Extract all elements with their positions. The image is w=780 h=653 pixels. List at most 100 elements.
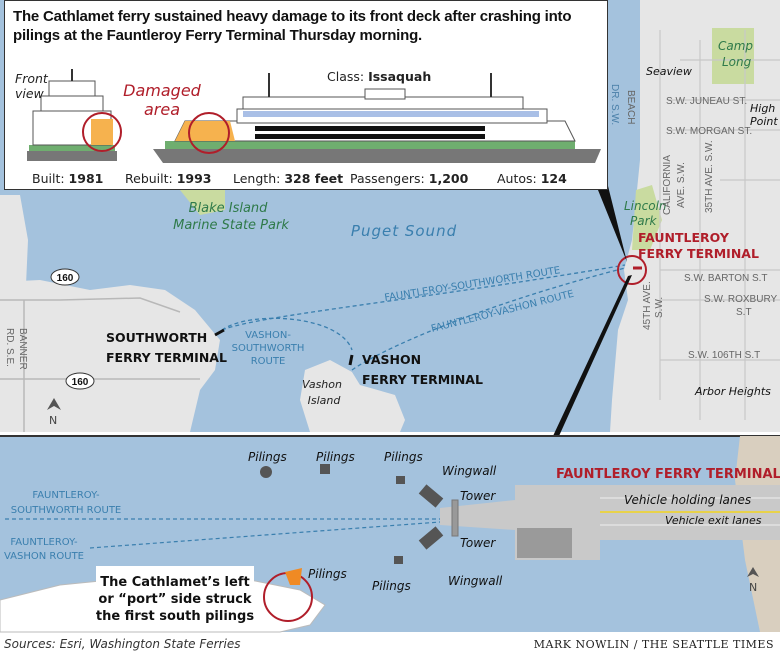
detail-north-label: N bbox=[749, 581, 757, 594]
class-value: Issaquah bbox=[368, 69, 432, 84]
lincoln-park bbox=[632, 185, 662, 250]
south-wingwall bbox=[418, 526, 444, 550]
roxbury-st-label: S.W. ROXBURY bbox=[704, 294, 777, 305]
terminal-building bbox=[517, 528, 572, 558]
front-view-label: Front view bbox=[15, 71, 48, 101]
vashon-southworth-route-label-3: ROUTE bbox=[251, 356, 286, 367]
street-labels: S.W. JUNEAU ST. S.W. MORGAN ST. S.W. BAR… bbox=[4, 84, 777, 388]
banner-rd-label: BANNER bbox=[17, 328, 28, 370]
california-ave-label: CALIFORNIA bbox=[662, 155, 673, 215]
spec-label: Rebuilt: bbox=[125, 171, 173, 186]
kitsap-land bbox=[0, 280, 220, 432]
45th-ave-label-2: S.W. bbox=[654, 297, 665, 318]
spec-length: Length: 328 feet bbox=[233, 171, 343, 186]
pilings-4 bbox=[394, 556, 403, 564]
detail-route-southworth-2: SOUTHWORTH ROUTE bbox=[11, 505, 122, 516]
lincoln-park-label-2: Park bbox=[630, 214, 658, 228]
spec-label: Built: bbox=[32, 171, 65, 186]
southworth-terminal-marker bbox=[214, 328, 225, 337]
morgan-st-label: S.W. MORGAN ST. bbox=[666, 126, 752, 137]
high-point-label-2: Point bbox=[750, 115, 778, 128]
credit: MARK NOWLIN / THE SEATTLE TIMES bbox=[533, 638, 774, 651]
ferry-class: Class: Issaquah bbox=[327, 69, 431, 84]
highway-160-label: 160 bbox=[57, 273, 74, 284]
beach-dr-label: BEACH bbox=[625, 90, 636, 124]
callout-pointer bbox=[598, 186, 627, 262]
north-wingwall bbox=[418, 484, 444, 508]
tower-label-south: Tower bbox=[460, 536, 496, 550]
annotation-line-1: The Cathlamet’s left bbox=[100, 575, 249, 590]
struck-pilings bbox=[285, 568, 302, 585]
vashon-terminal-marker bbox=[348, 354, 354, 366]
blake-island-label: Blake Island bbox=[189, 201, 269, 216]
blake-island bbox=[180, 190, 225, 215]
spec-value: 328 feet bbox=[284, 171, 344, 186]
spec-label: Length: bbox=[233, 171, 281, 186]
vashon-southworth-route-label: VASHON- bbox=[245, 330, 291, 341]
detail-route-vashon-2: VASHON ROUTE bbox=[4, 551, 84, 562]
vashon-island-label: Vashon bbox=[302, 378, 342, 391]
damage-circle-side bbox=[188, 112, 230, 154]
spec-value: 124 bbox=[540, 171, 567, 186]
barton-st-label: S.W. BARTON S.T bbox=[684, 273, 768, 284]
pilings-label-1: Pilings bbox=[248, 450, 287, 464]
pilings-label-5: Pilings bbox=[372, 579, 411, 593]
detail-pointer bbox=[553, 275, 632, 436]
vashon-terminal-label: VASHON bbox=[362, 352, 421, 367]
damaged-area-label: Damaged area bbox=[123, 81, 201, 119]
sw106th-st-label: S.W. 106TH S.T bbox=[688, 350, 760, 361]
pilings-label-2: Pilings bbox=[316, 450, 355, 464]
highway-160-label-2: 160 bbox=[72, 377, 89, 388]
spec-passengers: Passengers: 1,200 bbox=[350, 171, 468, 186]
headline: The Cathlamet ferry sustained heavy dama… bbox=[13, 8, 572, 44]
35th-ave-label: 35TH AVE. S.W. bbox=[704, 140, 715, 213]
vashon-island-label-2: Island bbox=[308, 394, 342, 407]
beach-dr-label-2: DR. S.W. bbox=[609, 84, 620, 125]
holding-lanes-label: Vehicle holding lanes bbox=[624, 493, 751, 507]
spec-label: Autos: bbox=[497, 171, 537, 186]
street-grid bbox=[659, 30, 780, 420]
camp-long-label: Camp bbox=[718, 39, 753, 53]
pilings-3 bbox=[396, 476, 405, 484]
vashon-terminal-label-2: FERRY TERMINAL bbox=[362, 372, 483, 387]
spec-built: Built: 1981 bbox=[32, 171, 103, 186]
damage-circle-front bbox=[82, 112, 122, 152]
california-ave-label-2: AVE. S.W. bbox=[676, 162, 687, 208]
detail-labels: FAUNTLEROY FERRY TERMINAL Pilings Piling… bbox=[4, 450, 780, 624]
juneau-st-label: S.W. JUNEAU ST. bbox=[666, 96, 747, 107]
puget-sound-label: Puget Sound bbox=[351, 222, 457, 240]
pilings-1 bbox=[260, 466, 272, 478]
camp-long-label-2: Long bbox=[722, 55, 752, 69]
wingwall-label-south: Wingwall bbox=[448, 574, 503, 588]
detail-route-vashon: FAUNTLEROY- bbox=[10, 537, 78, 548]
fauntleroy-terminal-label: FAUNTLEROY bbox=[638, 230, 730, 245]
pilings-label-3: Pilings bbox=[384, 450, 423, 464]
tower-bridge bbox=[451, 499, 459, 537]
pilings-label-4: Pilings bbox=[308, 567, 347, 581]
north-arrow-detail bbox=[747, 567, 759, 577]
annotation-line-3: the first south pilings bbox=[96, 609, 254, 624]
seaview-label: Seaview bbox=[646, 65, 692, 78]
roxbury-st-label-2: S.T bbox=[736, 307, 752, 318]
spec-value: 1981 bbox=[68, 171, 104, 186]
vashon-island-land bbox=[300, 360, 405, 432]
tower-label-north: Tower bbox=[460, 489, 496, 503]
ferry-illustration bbox=[27, 69, 601, 163]
spec-value: 1,200 bbox=[428, 171, 469, 186]
north-arrow-overview bbox=[47, 398, 61, 410]
annotation-line-2: or “port” side struck bbox=[98, 592, 252, 607]
camp-long-park bbox=[712, 28, 754, 84]
detail-route-southworth: FAUNTLEROY- bbox=[32, 490, 100, 501]
west-seattle-land bbox=[610, 0, 780, 432]
detail-map bbox=[0, 435, 780, 633]
banner-rd-label-2: RD. S.E. bbox=[4, 328, 15, 367]
annotation-box bbox=[96, 566, 254, 626]
spec-autos: Autos: 124 bbox=[497, 171, 567, 186]
sources: Sources: Esri, Washington State Ferries bbox=[4, 637, 241, 651]
fauntleroy-terminal-circle bbox=[617, 255, 647, 285]
wingwall-label-north: Wingwall bbox=[442, 464, 497, 478]
ferry-info-callout: The Cathlamet ferry sustained heavy dama… bbox=[4, 0, 608, 190]
vashon-southworth-route-label-2: SOUTHWORTH bbox=[232, 343, 305, 354]
high-point-label: High bbox=[750, 102, 775, 115]
southworth-terminal-label: SOUTHWORTH bbox=[106, 330, 207, 345]
